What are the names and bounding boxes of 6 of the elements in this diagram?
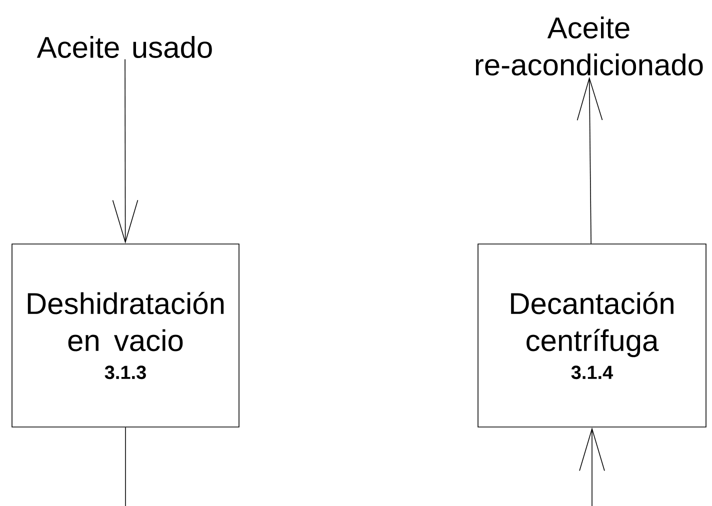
arrow xyxy=(576,76,603,244)
process-box: Deshidratación en vacio 3.1.3 xyxy=(12,244,240,428)
process-box: Decantación centrífuga 3.1.4 xyxy=(478,244,706,428)
stream-label: Aceite usado xyxy=(36,36,212,58)
stream-label: Aceite re-acondicionado xyxy=(476,16,703,76)
arrow xyxy=(112,58,138,244)
